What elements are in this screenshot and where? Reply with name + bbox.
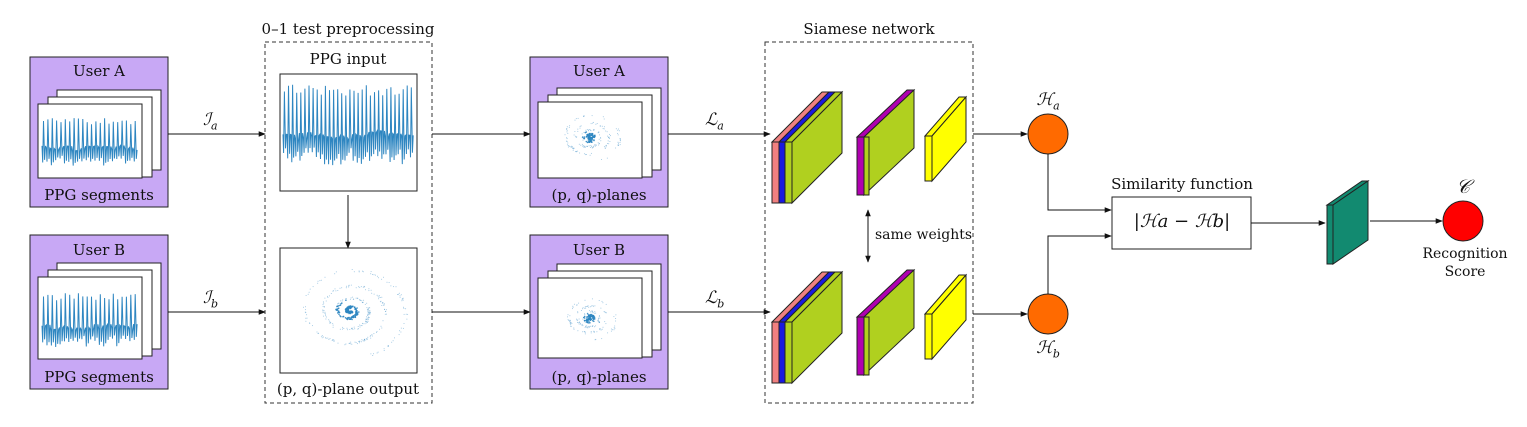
ppg-segments-caption-b: PPG segments: [44, 368, 154, 386]
pq-plane-stack-b: [537, 263, 662, 359]
connections: [168, 131, 1443, 317]
embedding-node-a: [1027, 113, 1069, 155]
edge-label-la: ℒa: [705, 110, 724, 133]
preprocessing-box: [264, 41, 433, 404]
similarity-formula: |ℋa − ℋb|: [1133, 211, 1231, 232]
embedding-label-a: ℋa: [1036, 90, 1060, 113]
ppg-input-waveform: [282, 84, 414, 166]
plane-user-b-label: User B: [572, 241, 626, 259]
plane-user-a-label: User A: [573, 62, 625, 80]
recognition-caption-line1: Recognition: [1422, 246, 1508, 262]
pq-plane-output-label: (p, q)-plane output: [276, 380, 420, 398]
score-symbol: 𝒞: [1456, 176, 1470, 198]
pq-plane-scatter: [303, 269, 409, 356]
recognition-caption-line2: Score: [1444, 264, 1486, 280]
conv-layer-1-upper: [770, 90, 844, 205]
siamese-network-title: Siamese network: [803, 20, 935, 38]
pq-plane-output-panel: [279, 247, 418, 374]
user-a-label: User A: [73, 62, 125, 80]
conv-layer-2-upper: [855, 88, 916, 197]
ppg-segments-caption-a: PPG segments: [44, 186, 154, 204]
edge-label-ia: ℐa: [203, 110, 218, 133]
preprocessing-title: 0–1 test preprocessing: [261, 20, 435, 38]
pq-plane-stack-a: [537, 87, 662, 179]
edge-label-ib: ℐb: [203, 288, 219, 311]
conv-layer-2-lower: [855, 268, 916, 377]
pq-plane-scatter: [564, 115, 621, 160]
ppg-segment-stack-a: [37, 89, 162, 179]
ppg-segment-stack-b: [37, 262, 162, 360]
similarity-function-title: Similarity function: [1111, 175, 1253, 193]
ppg-waveform: [41, 293, 138, 348]
ppg-waveform: [41, 118, 138, 166]
ppg-input-label: PPG input: [309, 50, 387, 68]
pq-planes-caption-b: (p, q)-planes: [551, 368, 647, 386]
dense-output-layer: [1325, 180, 1370, 265]
conv-layer-1-lower: [770, 270, 844, 385]
pq-planes-caption-a: (p, q)-planes: [551, 186, 647, 204]
embedding-node-b: [1027, 293, 1069, 335]
edge-label-lb: ℒb: [705, 288, 725, 311]
embedding-label-b: ℋb: [1036, 338, 1060, 361]
recognition-score-node: [1442, 200, 1484, 242]
conv-layer-3-upper: [923, 95, 968, 183]
siamese-network-box: [764, 41, 974, 404]
user-b-label: User B: [72, 241, 126, 259]
pq-plane-scatter: [567, 298, 617, 341]
conv-layer-3-lower: [923, 273, 968, 361]
same-weights-label: same weights: [875, 227, 973, 243]
